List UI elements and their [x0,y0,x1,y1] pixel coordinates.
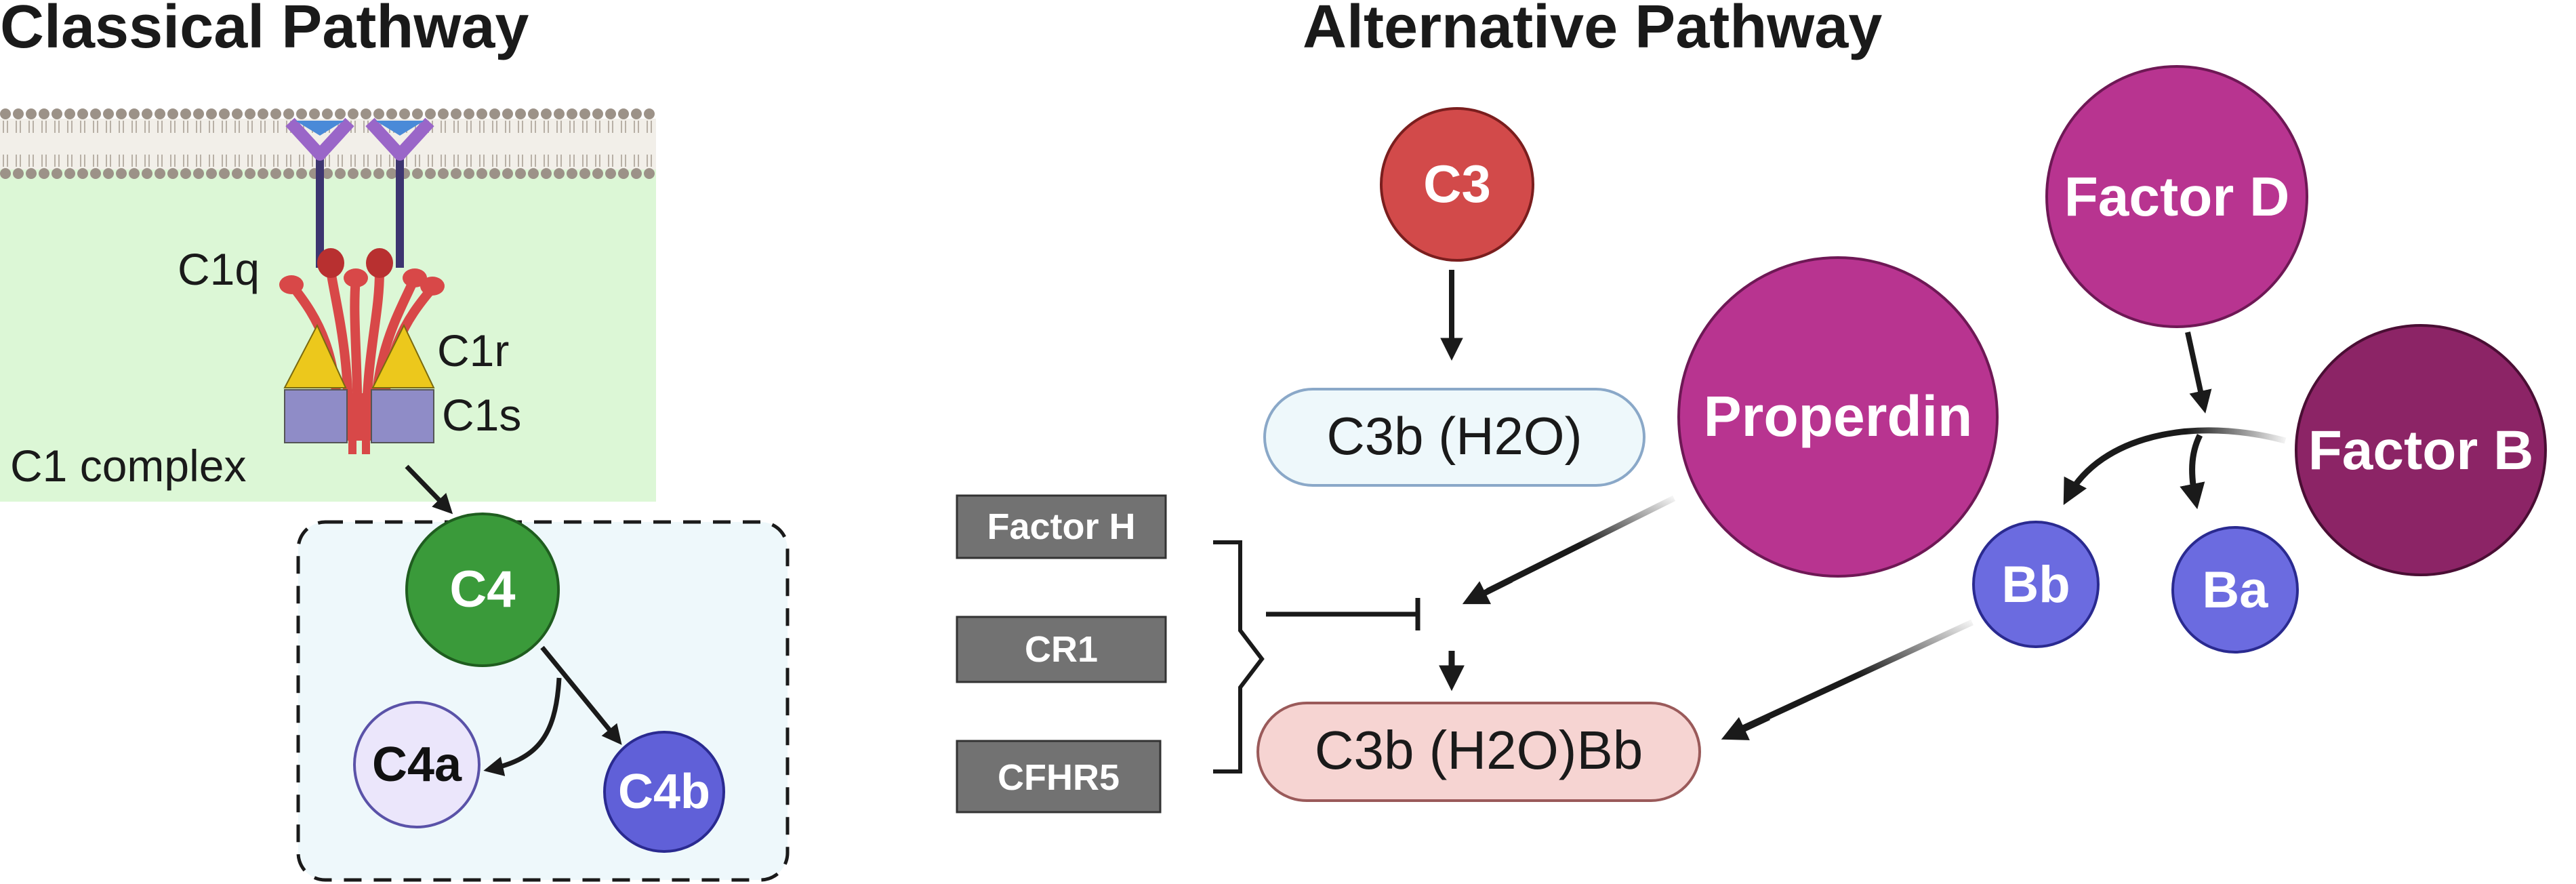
ba-label: Ba [2202,561,2268,619]
arrow-c4-to-c4a [483,677,562,776]
bb-node: Bb [1972,521,2100,648]
c1q-label: C1q [178,244,260,294]
c3b-h2o-bb-node: C3b (H2O)Bb [1256,702,1701,802]
cell-interior-region [0,169,656,502]
alternative-pathway-title: Alternative Pathway [1303,0,1882,61]
arrow-bb-shaft [1740,619,1974,732]
bb-label: Bb [2001,556,2070,614]
c4b-node: C4b [603,731,725,853]
factor-b-node: Factor B [2295,324,2547,576]
cr1-label: CR1 [1025,629,1098,670]
c4a-node: C4a [353,701,481,828]
c4b-label: C4b [618,765,710,819]
arrow-factor-b-to-bb [2063,427,2287,506]
antibody-right [365,117,434,268]
c4a-label: C4a [372,738,462,792]
inhibition-line [1266,598,1420,630]
arrow-c4-to-c4b [540,645,622,745]
classical-pathway-title: Classical Pathway [0,0,529,61]
inhibitor-brace [1213,540,1265,774]
c3b-h2o-bb-label: C3b (H2O)Bb [1315,720,1643,780]
antibody-left [285,117,354,268]
factor-d-label: Factor D [2064,166,2290,228]
c3-label: C3 [1423,154,1491,214]
arrow-c1-to-c4 [405,464,453,515]
c3b-h2o-label: C3b (H2O) [1326,406,1582,466]
arrow-factor-d-cleaves [2185,332,2212,414]
inhibitor-cfhr5: CFHR5 [956,740,1162,813]
inhibitor-cr1: CR1 [956,616,1167,683]
cfhr5-label: CFHR5 [998,757,1120,798]
arrow-bb-to-convertase [1721,714,1770,740]
c1r-label: C1r [437,325,509,376]
c1-complex-label: C1 complex [10,441,246,491]
factor-b-label: Factor B [2308,420,2534,481]
factor-d-node: Factor D [2045,65,2308,328]
c1-complex-graphic [279,248,445,454]
factor-h-label: Factor H [987,506,1135,547]
arrow-factor-b-to-ba [2180,433,2205,510]
ba-node: Ba [2171,526,2299,654]
properdin-label: Properdin [1704,384,1973,448]
properdin-node: Properdin [1677,256,1999,578]
c1s-label: C1s [442,390,521,440]
c3-node: C3 [1380,107,1534,262]
c4-label: C4 [449,561,515,618]
c3b-h2o-node: C3b (H2O) [1263,388,1645,487]
c4-node: C4 [405,513,560,667]
inhibitor-factor-h: Factor H [956,494,1167,559]
arrow-properdin-stabilizes [1462,576,1513,605]
arrow-properdin-shaft [1486,495,1676,595]
